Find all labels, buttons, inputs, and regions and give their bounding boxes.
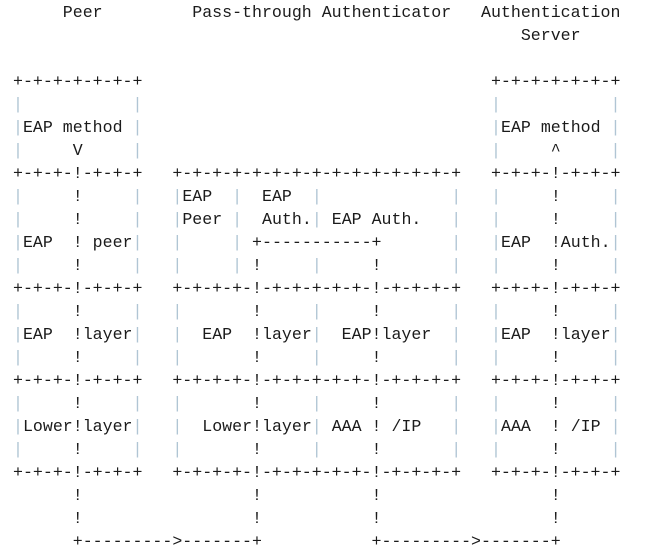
eap-pass-through-stack-diagram: Peer Pass-through Authenticator Authenti… [13,3,621,551]
rfc-figure-page: Peer Pass-through Authenticator Authenti… [13,3,621,551]
